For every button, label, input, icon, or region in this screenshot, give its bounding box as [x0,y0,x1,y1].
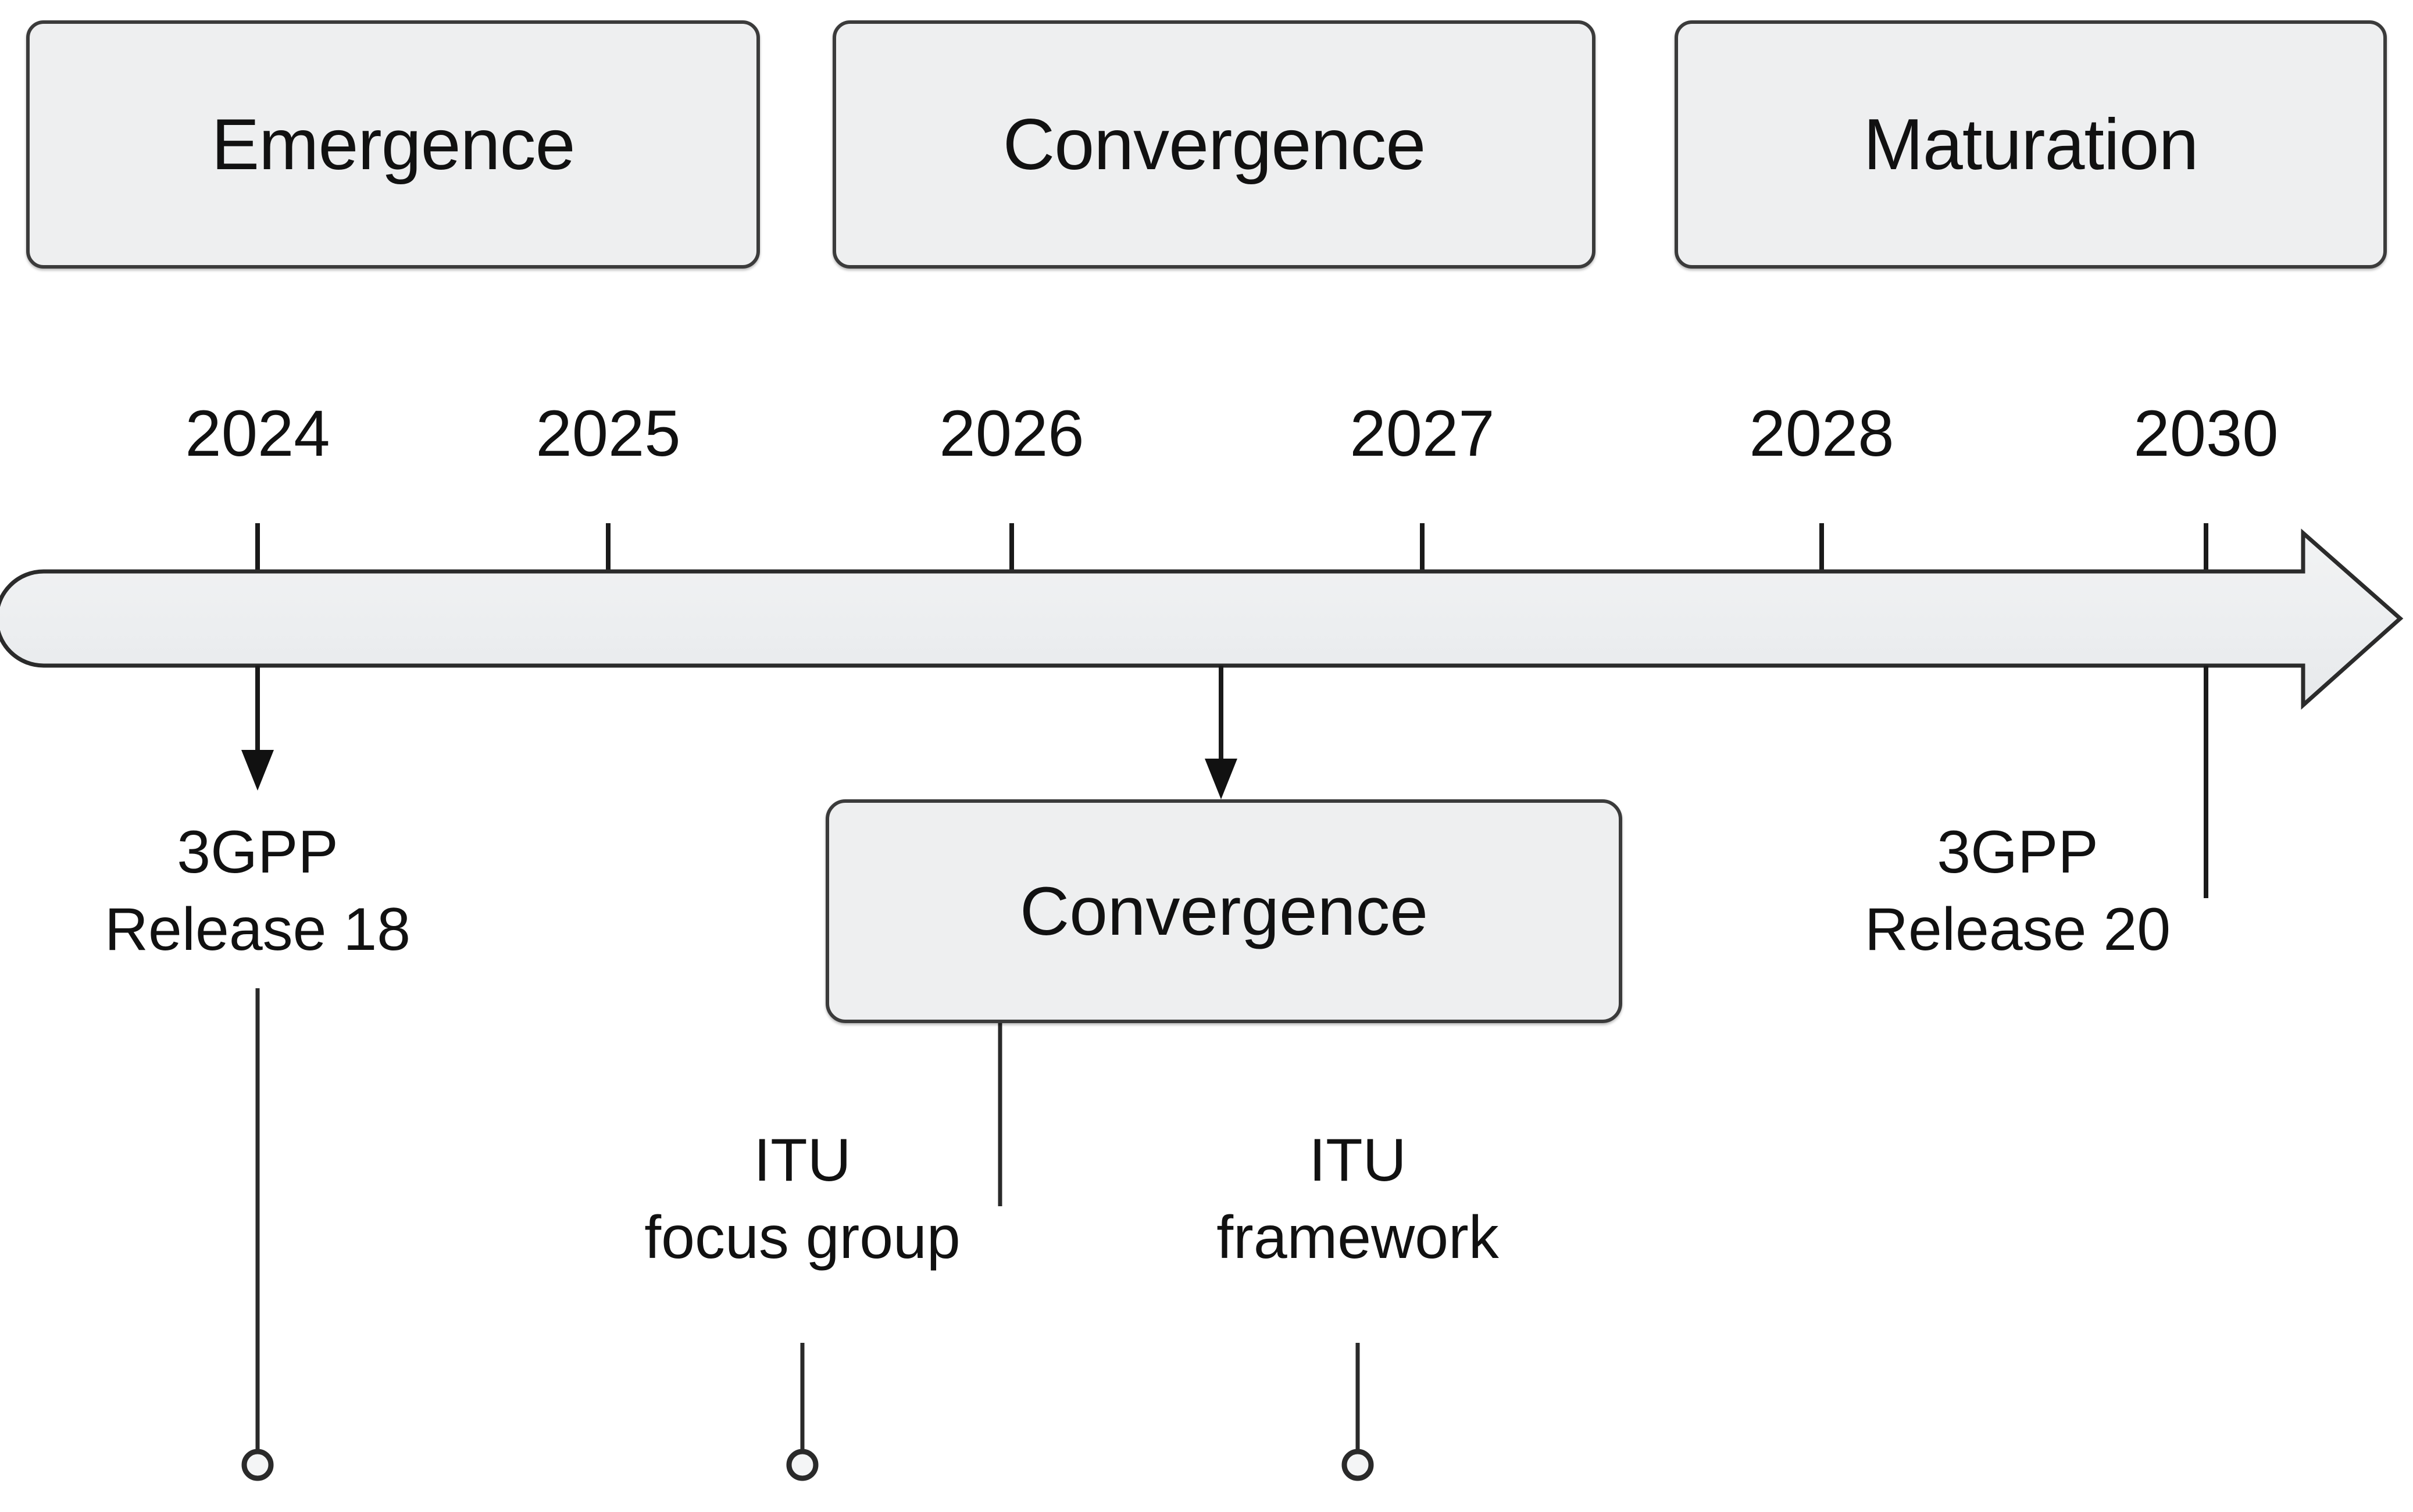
end-markers [241,1449,1374,1481]
phase-label-maturation: Maturation [1863,104,2199,185]
connector-convergence-node [1205,666,1237,799]
marker-release-18 [241,1449,274,1481]
axis-ticks-upper [255,523,2208,578]
phase-box-convergence[interactable]: Convergence [833,20,1595,269]
year-label-2030: 2030 [2133,397,2279,470]
year-label-2028: 2028 [1749,397,1894,470]
phase-label-emergence: Emergence [211,104,575,185]
milestone-line1: 3GPP [1937,818,2098,886]
year-label-2025: 2025 [536,397,681,470]
milestone-line1: ITU [754,1127,851,1194]
milestone-3gpp-release-20: 3GPP Release 20 [1865,814,2171,968]
marker-framework [1341,1449,1374,1481]
milestone-line2: focus group [644,1204,961,1272]
marker-focus-group [786,1449,819,1481]
phase-box-maturation[interactable]: Maturation [1675,20,2387,269]
connector-release-18 [241,666,274,791]
timeline-arrow [0,528,2404,710]
year-label-2026: 2026 [939,397,1084,470]
axis-ticks-lower [255,666,1223,727]
phase-box-emergence[interactable]: Emergence [26,20,760,269]
phase-label-convergence: Convergence [1002,104,1426,185]
milestone-line2: framework [1216,1204,1499,1272]
milestone-line2: Release 18 [104,896,411,964]
milestone-itu-framework: ITU framework [1216,1122,1498,1277]
year-label-2024: 2024 [185,397,330,470]
milestone-line2: Release 20 [1864,896,2171,964]
convergence-node-label: Convergence [1020,873,1428,950]
milestone-itu-focus-group: ITU focus group [644,1122,960,1277]
milestone-line1: 3GPP [177,818,338,886]
year-label-2027: 2027 [1350,397,1495,470]
convergence-node-box[interactable]: Convergence [826,799,1622,1023]
milestone-3gpp-release-18: 3GPP Release 18 [105,814,411,968]
milestone-line1: ITU [1309,1127,1407,1194]
